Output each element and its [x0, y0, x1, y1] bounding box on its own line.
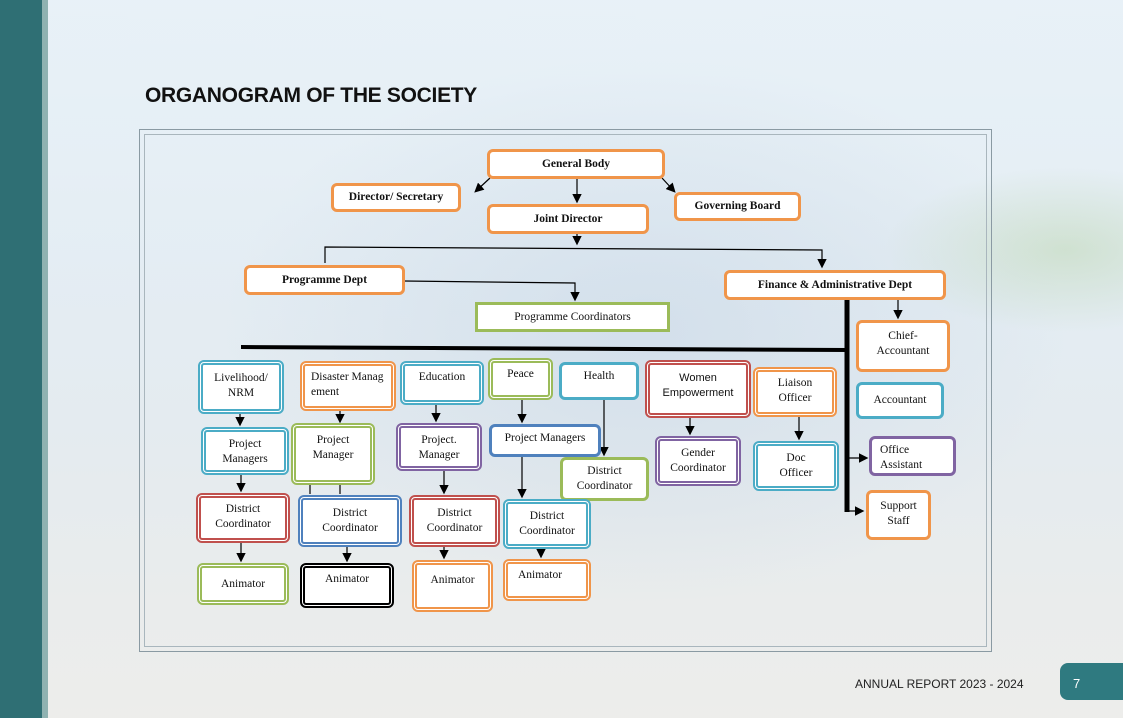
- education-project-manager-box: Project. Manager: [396, 423, 482, 471]
- health-district-coordinator-box: District Coordinator: [560, 457, 649, 501]
- accountant-box: Accountant: [856, 382, 944, 419]
- health-box: Health: [559, 362, 639, 400]
- education-district-coordinator-box: District Coordinator: [409, 495, 500, 547]
- chief-accountant-box: Chief-Accountant: [856, 320, 950, 372]
- page-number: 7: [1060, 663, 1123, 700]
- governing-board-box: Governing Board: [674, 192, 801, 221]
- diagram-frame-inner: [144, 134, 987, 647]
- livelihood-animator-box: Animator: [197, 563, 289, 605]
- gender-coordinator-box: Gender Coordinator: [655, 436, 741, 486]
- footer-report-label: ANNUAL REPORT 2023 - 2024: [855, 677, 1024, 691]
- finance-admin-dept-box: Finance & Administrative Dept: [724, 270, 946, 300]
- office-assistant-box: Office Assistant: [869, 436, 956, 476]
- liaison-officer-box: Liaison Officer: [753, 367, 837, 417]
- support-staff-box: Support Staff: [866, 490, 931, 540]
- general-body-box: General Body: [487, 149, 665, 179]
- peace-project-managers-box: Project Managers: [489, 424, 601, 457]
- diagram-frame: [139, 129, 992, 652]
- livelihood-district-coordinator-box: District Coordinator: [196, 493, 290, 543]
- education-animator-box: Animator: [412, 560, 493, 612]
- peace-box: Peace: [488, 358, 553, 400]
- joint-director-box: Joint Director: [487, 204, 649, 234]
- page-title: ORGANOGRAM OF THE SOCIETY: [145, 84, 478, 107]
- doc-officer-box: Doc Officer: [753, 441, 839, 491]
- left-accent-stripe: [42, 0, 48, 718]
- livelihood-nrm-box: Livelihood/ NRM: [198, 360, 284, 414]
- disaster-management-box: Disaster Management: [300, 361, 396, 411]
- programme-coordinators-box: Programme Coordinators: [475, 302, 670, 332]
- education-box: Education: [400, 361, 484, 405]
- women-empowerment-box: Women Empowerment: [645, 360, 751, 418]
- left-accent-bar: [0, 0, 42, 718]
- disaster-district-coordinator-box: District Coordinator: [298, 495, 402, 547]
- disaster-animator-box: Animator: [300, 563, 394, 608]
- director-secretary-box: Director/ Secretary: [331, 183, 461, 212]
- peace-district-coordinator-box: District Coordinator: [503, 499, 591, 549]
- disaster-project-manager-box: Project Manager: [291, 423, 375, 485]
- peace-animator-box: Animator: [503, 559, 591, 601]
- livelihood-project-managers-box: Project Managers: [201, 427, 289, 475]
- programme-dept-box: Programme Dept: [244, 265, 405, 295]
